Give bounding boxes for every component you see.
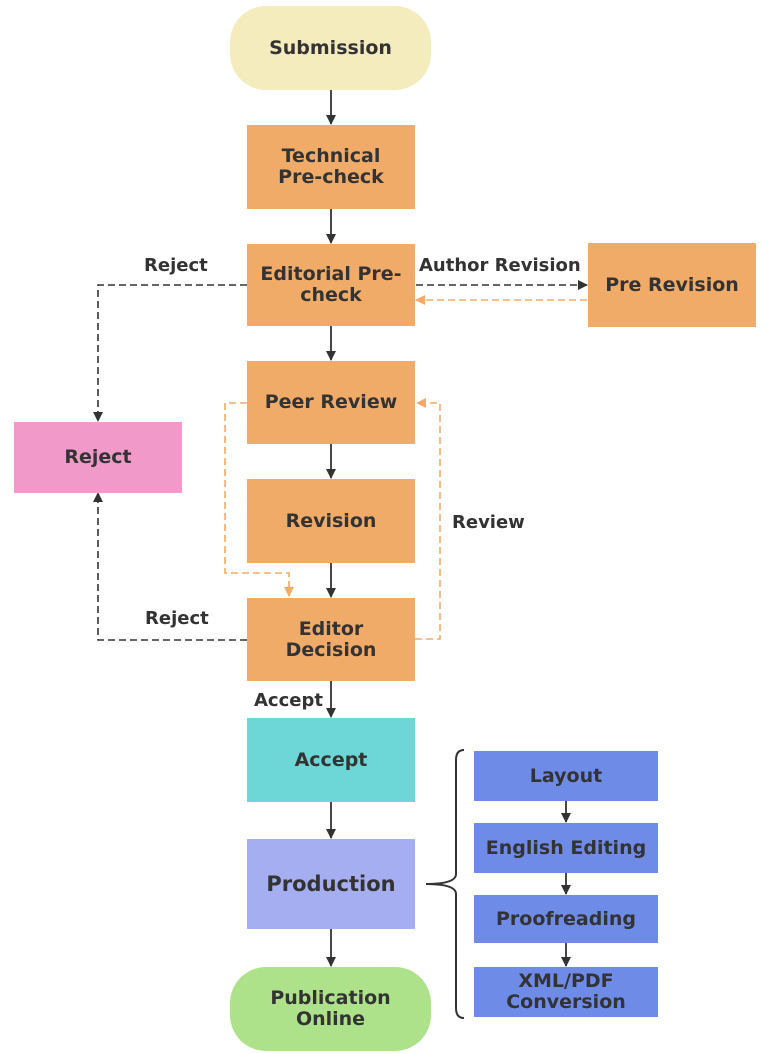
edge-label-accept: Accept <box>254 690 323 711</box>
arrow-peer-review-to-editor-decision <box>224 402 294 597</box>
edge-label-reject-bottom: Reject <box>145 608 209 629</box>
edge-label-review: Review <box>452 512 525 533</box>
editor-decision-node: Editor Decision <box>247 598 415 681</box>
production-brace <box>425 749 465 1019</box>
arrow-editor-decision-to-reject <box>93 492 247 641</box>
publication-online-node: Publication Online <box>230 967 431 1051</box>
reject-node: Reject <box>14 422 182 493</box>
revision-node: Revision <box>247 479 415 563</box>
layout-node: Layout <box>474 751 658 801</box>
arrow-editor-decision-review-loop <box>415 398 441 640</box>
accept-node: Accept <box>247 718 415 802</box>
technical-precheck-node: Technical Pre-check <box>247 125 415 209</box>
arrow-editorial-to-reject <box>93 284 247 422</box>
production-node: Production <box>247 839 415 929</box>
xml-pdf-conversion-node: XML/PDF Conversion <box>474 967 658 1017</box>
peer-review-node: Peer Review <box>247 361 415 444</box>
english-editing-node: English Editing <box>474 823 658 873</box>
editorial-precheck-node: Editorial Pre- check <box>247 244 415 326</box>
submission-node: Submission <box>230 6 431 90</box>
proofreading-node: Proofreading <box>474 895 658 943</box>
edge-label-reject-top: Reject <box>144 255 208 276</box>
edge-label-author-revision: Author Revision <box>419 255 581 276</box>
pre-revision-node: Pre Revision <box>588 243 756 327</box>
